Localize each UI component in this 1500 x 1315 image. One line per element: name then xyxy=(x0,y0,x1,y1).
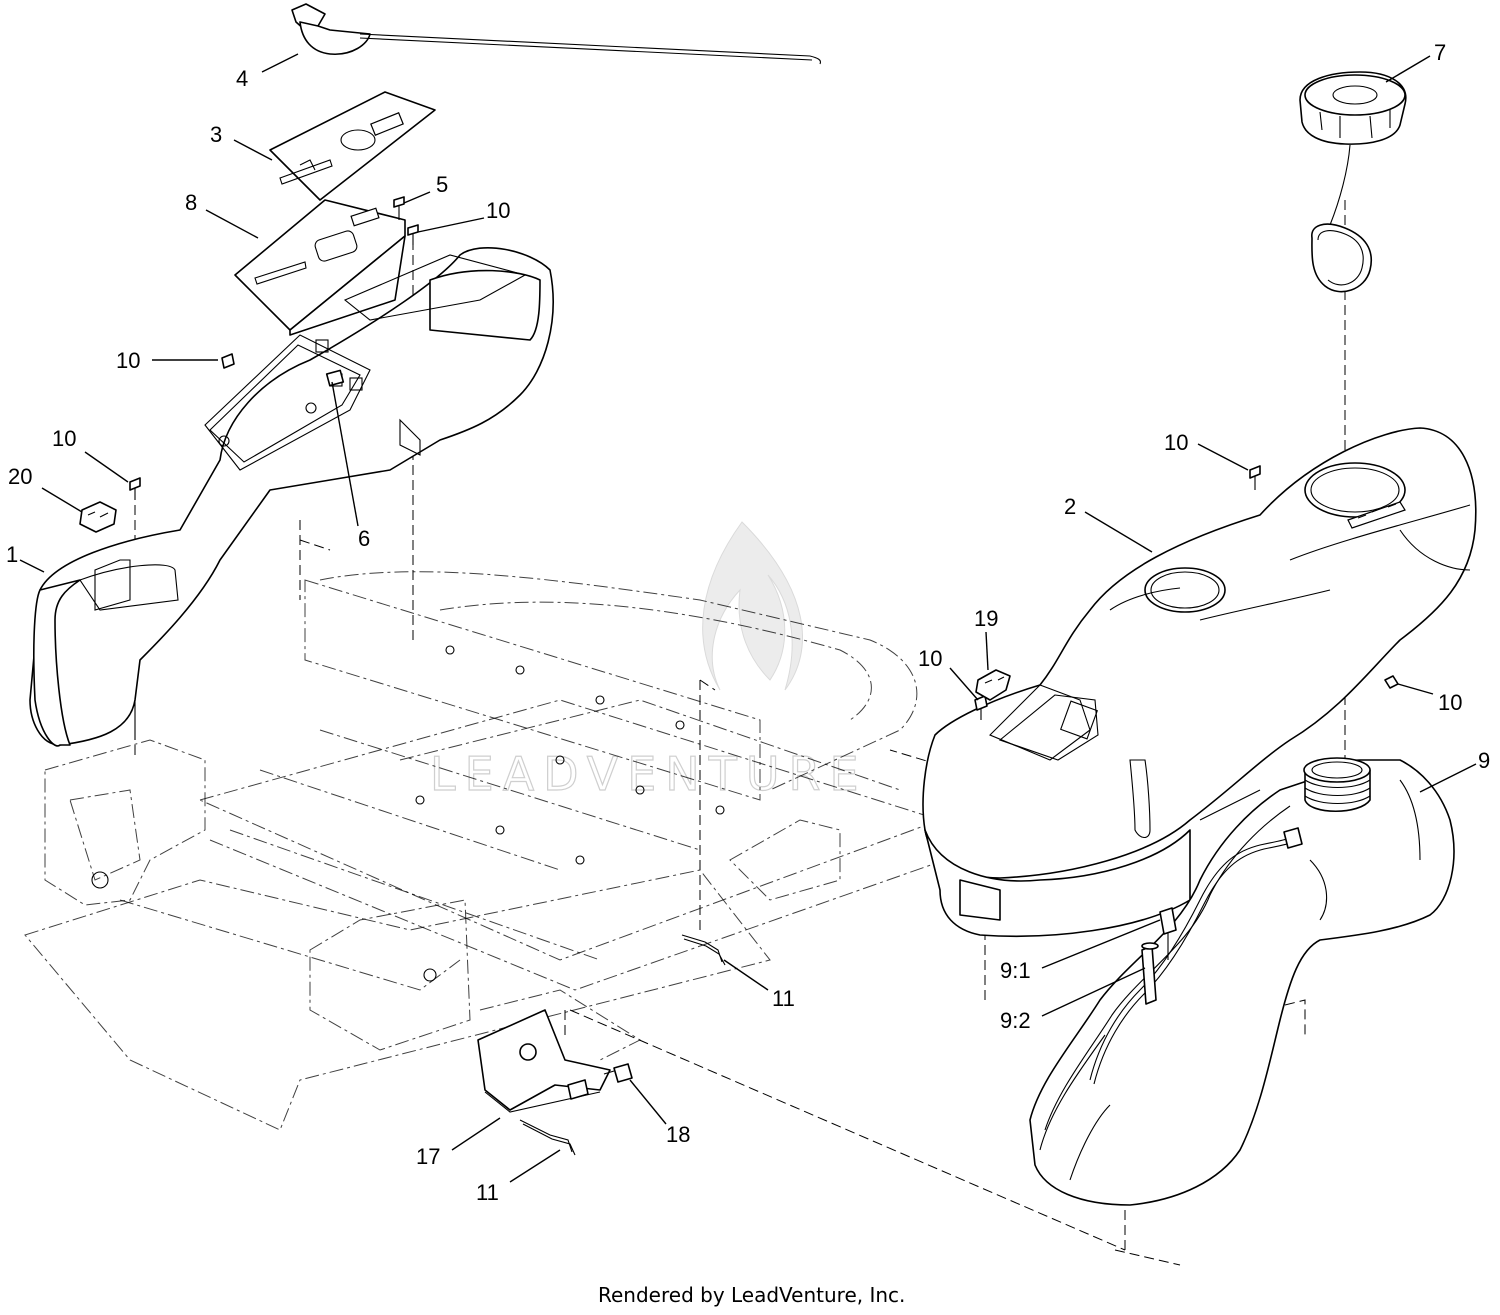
callout-19: 19 xyxy=(974,606,998,631)
decal-part-20 xyxy=(79,501,117,533)
callout-10-mid: 10 xyxy=(116,348,140,373)
chassis-frame-phantom xyxy=(24,571,946,1131)
control-panel-decal-part-3 xyxy=(269,91,436,201)
leader-lines xyxy=(19,53,1477,1183)
left-fender-console-part-1 xyxy=(29,247,554,747)
callout-10-right-top: 10 xyxy=(1164,430,1188,455)
callout-1: 1 xyxy=(6,542,18,567)
watermark-flame-logo xyxy=(702,521,803,691)
throttle-control-part-4 xyxy=(291,3,822,65)
callout-3: 3 xyxy=(210,122,222,147)
callout-5: 5 xyxy=(436,172,448,197)
callout-9: 9 xyxy=(1478,748,1490,773)
spring-pin-part-11-upper xyxy=(681,934,726,966)
callout-18: 18 xyxy=(666,1122,690,1147)
bolt-part-18 xyxy=(603,1063,633,1083)
callout-10-top: 10 xyxy=(486,198,510,223)
callout-8: 8 xyxy=(185,190,197,215)
callout-6: 6 xyxy=(358,526,370,551)
callout-11-upper: 11 xyxy=(772,986,795,1011)
control-panel-part-8 xyxy=(234,199,406,336)
callout-9-2: 9:2 xyxy=(1000,1008,1031,1033)
callout-4: 4 xyxy=(236,66,248,91)
callout-10-right-mid: 10 xyxy=(918,646,942,671)
callout-20: 20 xyxy=(8,464,32,489)
clip-nut-part-6 xyxy=(325,369,345,387)
bracket-part-17 xyxy=(477,1009,611,1113)
callout-17: 17 xyxy=(416,1144,440,1169)
watermark-text: LEADVENTURE xyxy=(430,747,868,801)
callout-10-left: 10 xyxy=(52,426,76,451)
right-fender-console-part-2 xyxy=(922,427,1477,937)
fuel-tank-part-9 xyxy=(1029,757,1455,1206)
spring-pin-part-11-lower xyxy=(519,1119,576,1156)
fuel-cap-part-7 xyxy=(1299,71,1407,293)
callout-9-1: 9:1 xyxy=(1000,958,1031,983)
leadventure-watermark: LEADVENTURE xyxy=(429,521,868,802)
callout-10-right: 10 xyxy=(1438,690,1462,715)
footer-credit: Rendered by LeadVenture, Inc. xyxy=(598,1283,905,1307)
screws-left xyxy=(129,196,419,500)
callout-11-lower: 11 xyxy=(476,1180,499,1205)
callout-7: 7 xyxy=(1434,40,1446,65)
callout-labels: 4 3 8 5 10 10 10 20 1 6 7 10 2 19 10 10 … xyxy=(6,40,1490,1205)
callout-2: 2 xyxy=(1064,494,1076,519)
